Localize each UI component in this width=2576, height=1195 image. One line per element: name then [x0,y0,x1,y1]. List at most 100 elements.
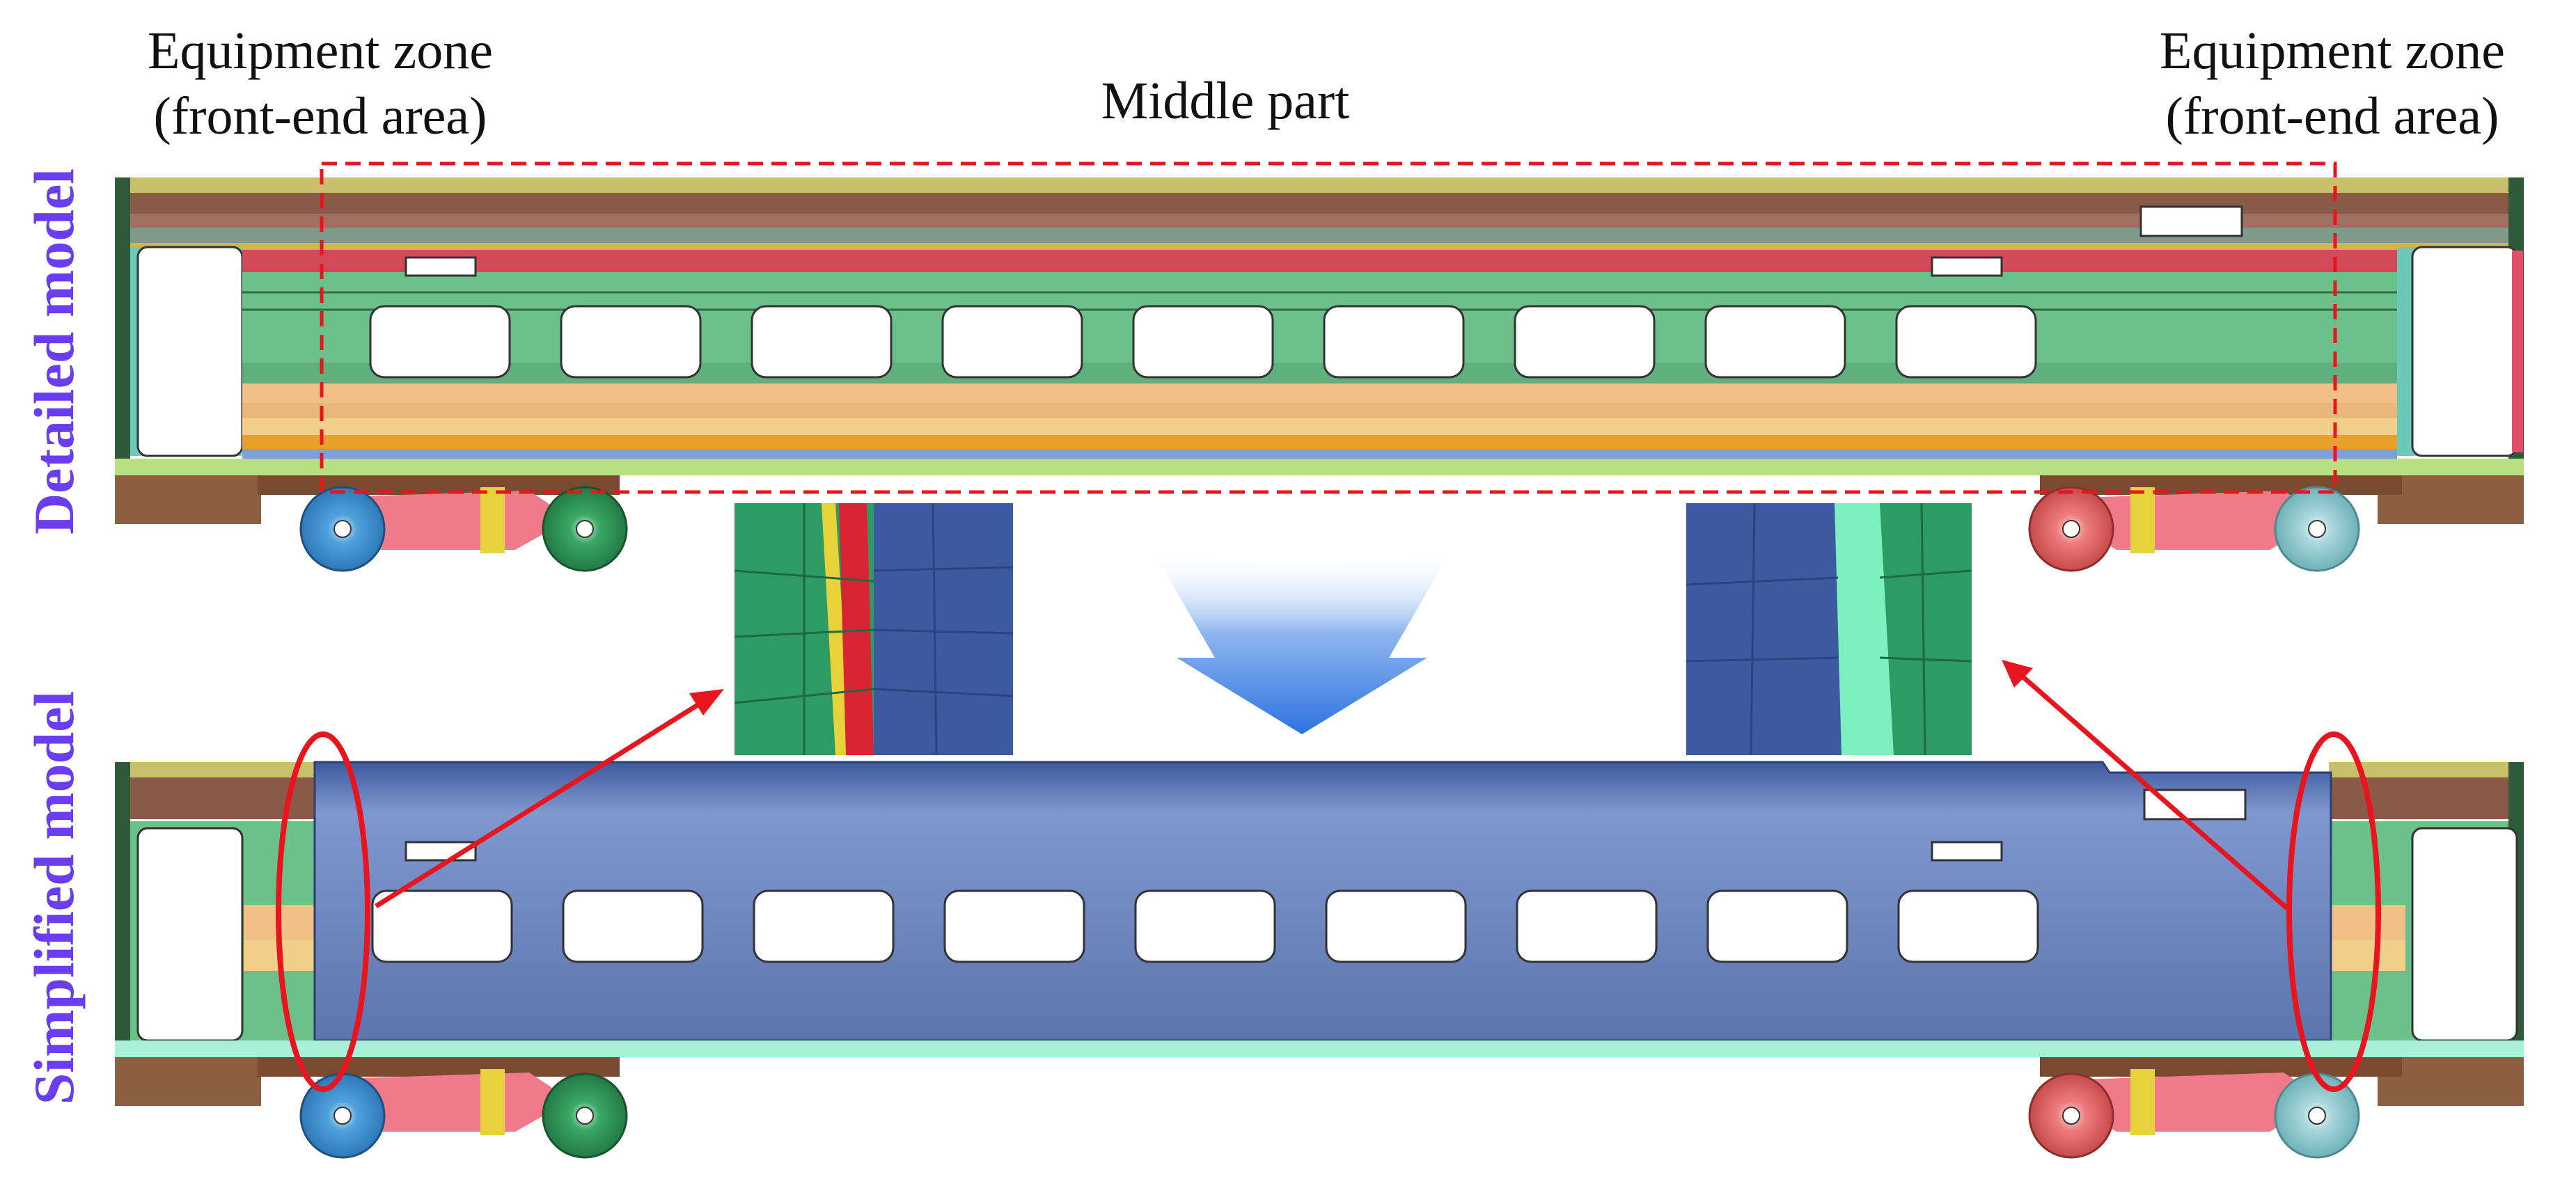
window [560,305,702,379]
window [1706,889,1848,963]
body-band [242,449,2397,459]
simplification-arrow [1152,550,1452,734]
underframe [115,1040,2524,1057]
mesh-line [932,502,938,756]
window [371,889,513,963]
window [1132,305,1274,379]
roof-vent [1931,841,2003,862]
left-bogie [115,475,628,572]
bogie-frame [2040,475,2402,495]
left-bogie [115,1057,628,1159]
roof-stripe [115,777,317,819]
roof-stripe [115,177,2524,193]
down-arrow [1152,550,1452,734]
spring [2130,487,2155,553]
mesh-line [1879,569,1972,579]
right-callout-arrowhead [2002,660,2033,688]
right-interface-ellipse [2286,731,2381,1092]
roof-vent [405,841,477,862]
body-band [242,418,2397,435]
window [369,305,511,379]
window [1516,889,1658,963]
window [943,889,1085,963]
window [562,889,704,963]
middle-part-label: Middle part [1101,72,1350,130]
window [1514,305,1656,379]
right-bogie [2028,475,2524,572]
mesh-line [873,566,1014,572]
axle [576,1107,594,1125]
left-end-cap [115,177,130,470]
left-equipment-door [136,246,244,457]
right-end-band [2329,940,2405,971]
roof-stripe [2329,762,2524,777]
mesh-line [873,628,1014,635]
axle [576,520,594,538]
header-labels: Equipment zone (front-end area) Middle p… [148,22,2505,145]
window [1134,889,1276,963]
left-equipment-door [136,827,244,1042]
roof-vent [1931,256,2003,277]
left-interface-ellipse [276,731,370,1092]
mesh-line [734,628,874,638]
roof-stripe [115,762,317,777]
right-equipment-door [2411,246,2518,457]
axle [2308,520,2326,538]
mesh-transition-cyan [1835,503,1894,755]
mesh-blue-area [874,503,1013,755]
window [753,889,895,963]
window [1704,305,1846,379]
detailed-model-label: Detailed model [22,168,86,535]
mesh-line [734,688,874,704]
right-mesh-inset [1686,502,1972,756]
mesh-line [734,569,874,583]
mesh-line [1920,502,1926,756]
body-band [242,435,2397,449]
right-callout-line [2020,674,2289,910]
mesh-line [1879,656,1972,663]
mesh-line [1750,502,1756,756]
detailed-car [115,161,2524,572]
left-callout-arrowhead [689,689,724,715]
right-zone-label-line1: Equipment zone [2160,22,2505,80]
roof-stripe [115,214,2524,228]
left-mesh-inset [734,502,1014,756]
left-end-cap [115,762,130,1054]
window [1895,305,2037,379]
window [1325,889,1467,963]
axle [2308,1107,2326,1125]
roof-stripe [115,193,2524,214]
roof-stripe [2329,777,2524,819]
roof-vent [405,256,477,277]
axle [333,520,352,538]
window [751,305,893,379]
right-end-band [2329,905,2405,940]
middle-part-highlight-box [320,161,2337,494]
underframe [115,459,2524,475]
window [941,305,1083,379]
left-zone-label-line2: (front-end area) [154,87,487,145]
window [1323,305,1465,379]
spring [480,487,505,553]
mesh-line [1686,576,1839,586]
simplified-windows [371,889,2039,963]
axle [333,1107,352,1125]
axle [2062,520,2080,538]
simplified-car [115,731,2524,1159]
body-band [242,383,2397,403]
coupler-block [115,1057,261,1106]
right-equipment-door [2411,827,2518,1042]
right-end-red [2512,251,2523,452]
simplified-model-label: Simplified model [22,691,86,1105]
left-callout-line [375,699,705,908]
mesh-line [1686,656,1839,663]
roof-stripe [115,228,2524,243]
right-bogie [2028,1057,2524,1159]
bogie-frame [2040,1057,2402,1077]
window [1897,889,2039,963]
bogie-frame [258,1057,620,1077]
body-band [242,250,2397,272]
roof-stripe [115,243,2524,250]
detailed-windows [369,305,2037,379]
